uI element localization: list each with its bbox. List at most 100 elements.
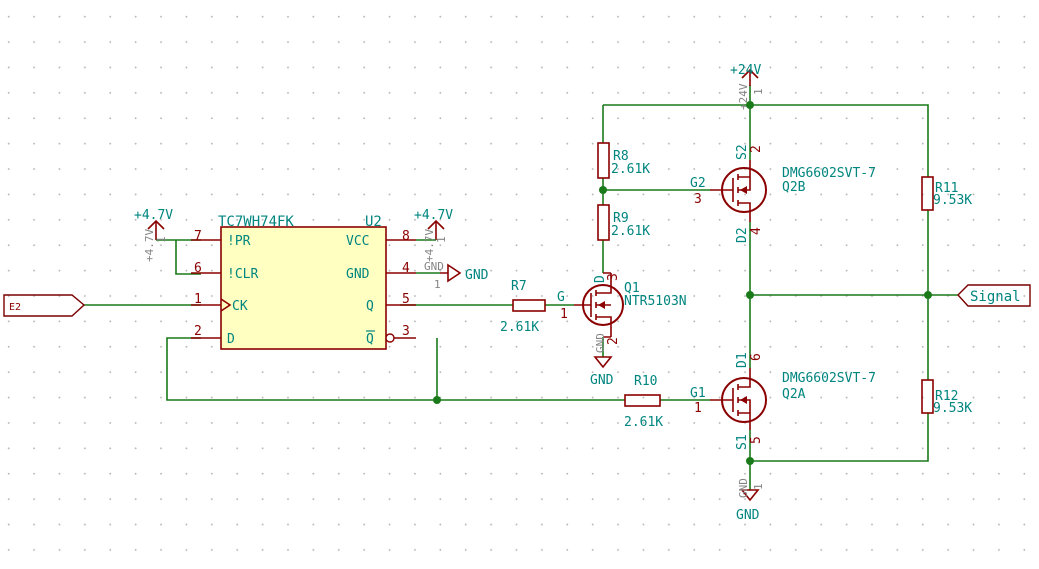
input-label-text: E2 (9, 302, 21, 313)
power-label-gnd-q2: GND (736, 508, 760, 523)
r11-value: 9.53K (933, 193, 972, 208)
q1-drain-label: D (593, 275, 608, 283)
q2b-ref: Q2B (782, 180, 806, 195)
q2b-drain-pin: 4 (749, 227, 764, 235)
wire-d-loop (166, 337, 625, 401)
power-hidden-47v-right: +4.7V (423, 229, 436, 262)
q2a-drain-label: D1 (735, 352, 750, 368)
power-gnd-q1[interactable]: GND (590, 356, 614, 388)
power-arrow-icon (147, 219, 165, 240)
q1-source-pin: 2 (606, 337, 621, 345)
r8-body (597, 142, 610, 179)
u2-clock-triangle (220, 298, 232, 312)
transistor-q2a[interactable]: DMG6602SVT-7 Q2A G1 1 D1 6 S1 5 (690, 352, 876, 450)
q2a-gate-pin: 1 (694, 401, 702, 416)
q2a-drain-pin: 6 (749, 353, 764, 361)
r10-value: 2.61K (624, 415, 663, 430)
q1-drain-pin: 3 (606, 273, 621, 281)
power-gnd-u2[interactable]: GND GND 1 (416, 260, 489, 291)
junction-dot (599, 186, 607, 194)
r9-ref: R9 (613, 211, 629, 226)
q2b-arrow-icon (740, 186, 747, 194)
ground-icon (440, 263, 462, 283)
r12-ref: R12 (935, 389, 958, 404)
q1-gate (574, 293, 592, 317)
power-arrow-icon (427, 219, 445, 240)
q2a-value: DMG6602SVT-7 (782, 371, 876, 386)
u2-pin-num-8: 8 (402, 229, 410, 244)
u2-pin-name-pr: !PR (227, 234, 251, 249)
resistor-r8[interactable]: R8 2.61K (597, 142, 650, 179)
resistor-r10[interactable]: R10 2.61K (624, 374, 663, 430)
power-label-gnd-q1: GND (590, 373, 614, 388)
q1-arrow-icon (598, 301, 605, 309)
q2b-source-label: S2 (735, 144, 750, 160)
u2-pin-name-ck: CK (232, 299, 248, 314)
u2-pin-num-2: 2 (194, 324, 202, 339)
wire-r12-bottom (750, 413, 929, 462)
power-47v-right[interactable]: +4.7V +4.7V 1 (414, 208, 453, 262)
r7-value: 2.61K (500, 320, 539, 335)
output-label-signal[interactable]: Signal (957, 284, 1031, 307)
q1-value: NTR5103N (624, 294, 687, 309)
ic-u2[interactable]: TC7WH74FK U2 !PR !CLR CK D VCC GND Q Q 7… (191, 214, 416, 350)
q2a-gate (710, 388, 734, 412)
r12-body (921, 379, 934, 414)
q2b-source-pin: 2 (749, 145, 764, 153)
power-pin-gnd-u2: 1 (434, 278, 441, 291)
q1-terminals (603, 272, 611, 338)
hier-label-shape (957, 284, 1031, 307)
q2b-gate-pin: 3 (694, 192, 702, 207)
r11-ref: R11 (935, 181, 958, 196)
junction-dot (746, 291, 754, 299)
junction-dot (433, 396, 441, 404)
ground-icon (593, 356, 613, 369)
q1-source-label: GND (594, 333, 607, 353)
u2-pin-name-vcc: VCC (346, 234, 369, 249)
transistor-q1[interactable]: Q1 NTR5103N G 1 D 3 GND 2 (557, 272, 687, 353)
u2-qn-bubble (385, 333, 395, 343)
ground-icon (740, 489, 760, 502)
r8-ref: R8 (613, 149, 629, 164)
junction-dot (746, 457, 754, 465)
junction-dot (924, 291, 932, 299)
q2a-arrow-icon (740, 396, 747, 404)
hier-label-shape (3, 294, 86, 317)
u2-value: TC7WH74FK (218, 214, 294, 230)
r7-ref: R7 (511, 279, 527, 294)
power-hidden-gnd-u2: GND (424, 260, 444, 273)
q2a-ref: Q2A (782, 387, 806, 402)
u2-pin-name-q: Q (366, 299, 374, 314)
wire-24v-top (603, 104, 929, 177)
u2-pin-num-3: 3 (402, 324, 410, 339)
resistor-r12[interactable]: R12 9.53K (921, 379, 972, 416)
q1-gate-label: G (557, 290, 565, 305)
power-pin-47v-left: 1 (155, 236, 168, 243)
output-label-text: Signal (970, 289, 1021, 305)
u2-pin-name-qn: Q (366, 332, 374, 347)
q2b-gate-label: G2 (690, 176, 706, 191)
power-47v-left[interactable]: +4.7V +4.7V 1 (134, 208, 176, 262)
u2-right-pins (386, 239, 416, 339)
r9-value: 2.61K (611, 224, 650, 239)
u2-pin-num-5: 5 (402, 292, 410, 307)
power-24v[interactable]: +24V +24V 1 (730, 63, 765, 110)
transistor-q2b[interactable]: DMG6602SVT-7 Q2B G2 3 S2 2 D2 4 (690, 144, 876, 243)
input-label-e2[interactable]: E2 (3, 294, 86, 317)
resistor-r7[interactable]: R7 2.61K (500, 279, 546, 335)
power-pin-gnd-q2: 1 (752, 483, 765, 490)
u2-pin-num-7: 7 (194, 229, 202, 244)
u2-pin-num-6: 6 (194, 261, 202, 276)
u2-pin-num-4: 4 (402, 261, 410, 276)
u2-pin-name-clr: !CLR (227, 267, 258, 282)
q2a-source-label: S1 (735, 434, 750, 450)
u2-pin-name-d: D (227, 332, 235, 347)
u2-left-pins (191, 239, 221, 339)
power-gnd-q2[interactable]: GND GND 1 (736, 478, 765, 523)
resistor-r11[interactable]: R11 9.53K (921, 176, 972, 211)
r11-body (921, 176, 934, 211)
resistor-r9[interactable]: R9 2.61K (597, 204, 650, 241)
q1-gate-pin: 1 (560, 307, 568, 322)
power-hidden-gnd-q2: GND (737, 478, 750, 498)
